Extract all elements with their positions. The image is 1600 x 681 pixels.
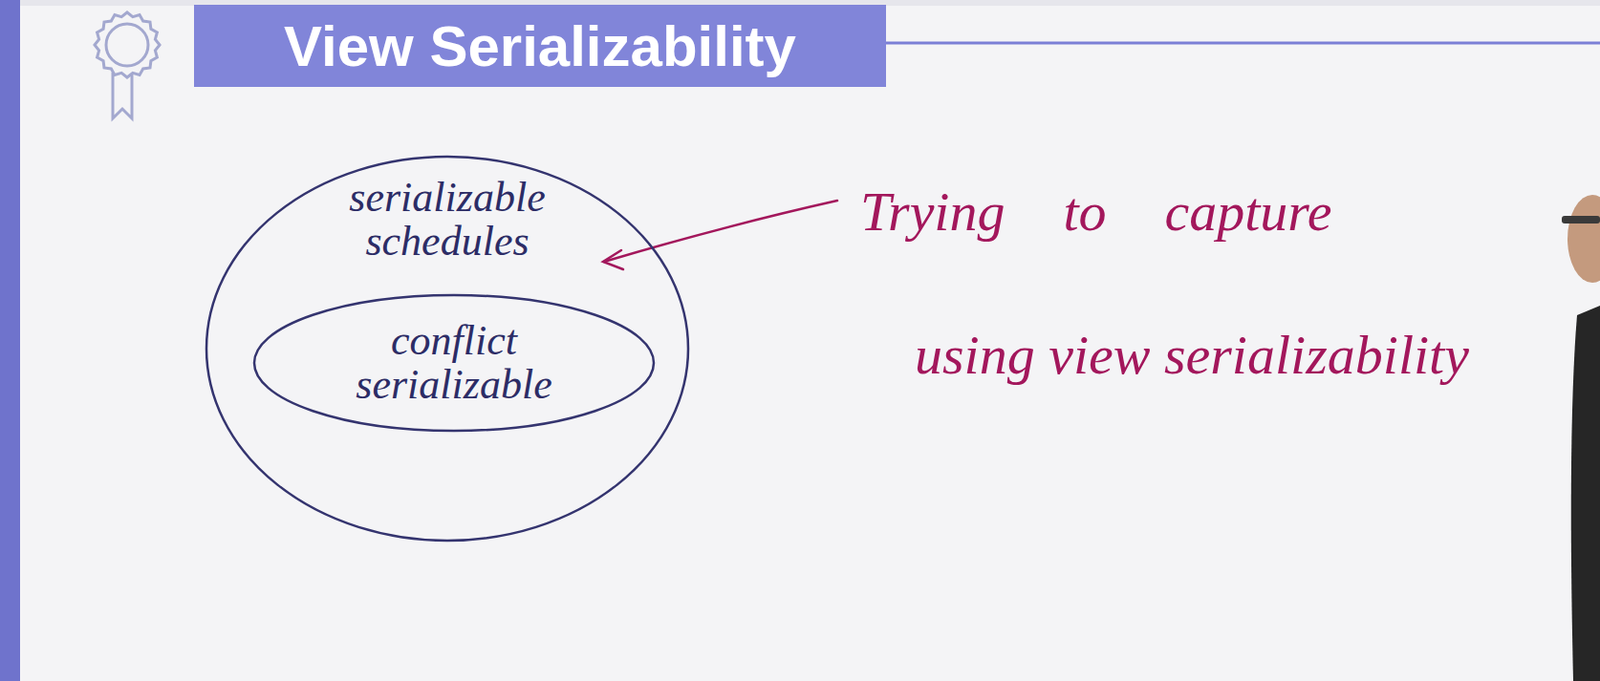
node-label: conflict serializable: [320, 319, 588, 408]
annotation-arrow: [603, 200, 838, 270]
award-badge: [94, 12, 160, 78]
presenter-body: [1571, 305, 1600, 681]
award-ribbon: [112, 72, 132, 119]
outer-ellipse: serializable schedules conflict serializa…: [204, 154, 691, 543]
slide-title: View Serializability: [194, 4, 887, 87]
header-rule: [886, 42, 1600, 45]
side-bar: [0, 0, 21, 681]
presenter-glasses: [1561, 216, 1600, 224]
ellipse-shape: [254, 295, 654, 432]
title-banner: [194, 4, 887, 87]
ellipse-shape: [206, 156, 689, 541]
presenter-head: [1567, 194, 1600, 283]
award-icon: [94, 12, 160, 119]
arrow-head: [603, 250, 624, 270]
award-center: [106, 23, 149, 66]
inner-ellipse: conflict serializable: [252, 293, 656, 433]
node-label: serializable schedules: [313, 175, 582, 264]
handwritten-note: Trying to capture using view serializabi…: [860, 140, 1475, 428]
presenter: [1561, 194, 1600, 681]
